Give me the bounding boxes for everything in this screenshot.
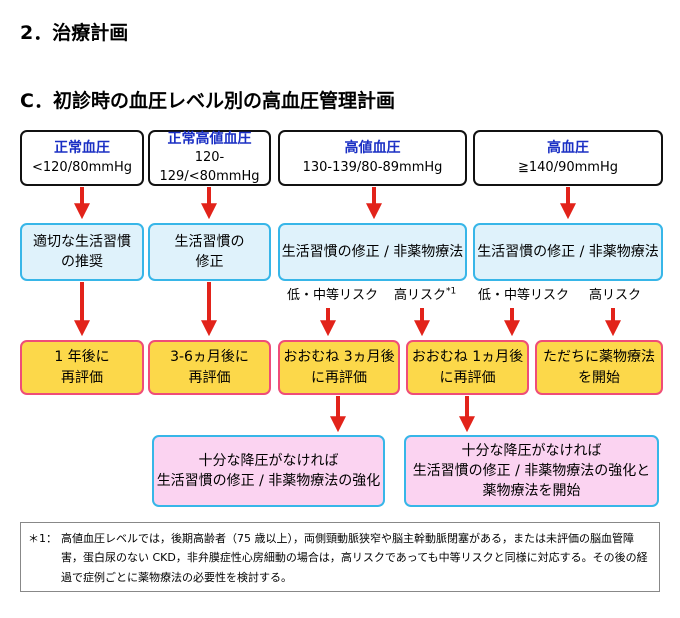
outcome-line: 3-6ヵ月後に xyxy=(170,349,249,366)
risk-label-low-mid: 低・中等リスク xyxy=(287,288,379,303)
footnote-text: 高値血圧レベルでは，後期高齢者（75 歳以上），両側頸動脈狭窄や脳主幹動脈閉塞が… xyxy=(61,532,648,584)
action-line: の推奨 xyxy=(61,254,103,270)
action-lifestyle-nondrug-htn: 生活習慣の修正 / 非薬物療法 xyxy=(473,223,663,281)
followup-line: 生活習慣の修正 / 非薬物療法の強化と xyxy=(412,462,651,479)
category-range: 130-139/80-89mmHg xyxy=(302,159,443,175)
category-range: <120/80mmHg xyxy=(32,159,132,175)
outcome-reassess-3months: おおむね 3ヵ月後 に再評価 xyxy=(278,340,400,395)
category-title: 正常血圧 xyxy=(54,140,110,157)
subsection-title: C．初診時の血圧レベル別の高血圧管理計画 xyxy=(20,90,395,112)
action-recommend-lifestyle: 適切な生活習慣 の推奨 xyxy=(20,223,144,281)
category-high-normal-bp: 正常高値血圧 120-129/<80mmHg xyxy=(148,130,271,186)
category-normal-bp: 正常血圧 <120/80mmHg xyxy=(20,130,144,186)
outcome-reassess-3-6months: 3-6ヵ月後に 再評価 xyxy=(148,340,271,395)
outcome-line: ただちに薬物療法 xyxy=(543,349,655,366)
action-line: 生活習慣の修正 / 非薬物療法 xyxy=(281,243,464,260)
outcome-start-drug-therapy: ただちに薬物療法 を開始 xyxy=(535,340,663,395)
footnote-mark: ＊1： xyxy=(28,532,57,545)
outcome-line: おおむね 1ヵ月後 xyxy=(411,349,524,366)
outcome-line: 1 年後に xyxy=(54,349,110,366)
followup-line: 十分な降圧がなければ xyxy=(198,452,339,469)
action-line: 生活習慣の xyxy=(174,233,245,250)
category-title: 正常高値血圧 xyxy=(167,131,252,148)
risk-label-low-mid: 低・中等リスク xyxy=(478,288,570,303)
outcome-line: に再評価 xyxy=(439,369,496,386)
category-range: 120-129/<80mmHg xyxy=(159,150,260,185)
action-line: 適切な生活習慣 xyxy=(33,233,131,250)
followup-intensify-and-drug: 十分な降圧がなければ 生活習慣の修正 / 非薬物療法の強化と 薬物療法を開始 xyxy=(404,435,659,507)
outcome-line: おおむね 3ヵ月後 xyxy=(283,349,395,366)
action-line: 修正 xyxy=(195,254,224,270)
risk-label-high: 高リスク xyxy=(589,288,642,303)
category-high-value-bp: 高値血圧 130-139/80-89mmHg xyxy=(278,130,467,186)
outcome-reassess-1month: おおむね 1ヵ月後 に再評価 xyxy=(406,340,529,395)
action-lifestyle-nondrug-highvalue: 生活習慣の修正 / 非薬物療法 xyxy=(278,223,467,281)
risk-label-high-text: 高リスク xyxy=(394,288,447,303)
footnote-ref: *1 xyxy=(446,286,457,297)
outcome-line: に再評価 xyxy=(311,369,367,386)
outcome-line: 再評価 xyxy=(61,369,103,386)
followup-intensify-lifestyle: 十分な降圧がなければ 生活習慣の修正 / 非薬物療法の強化 xyxy=(152,435,385,507)
section-title: 2．治療計画 xyxy=(20,22,129,44)
followup-line: 十分な降圧がなければ xyxy=(461,442,602,459)
category-hypertension: 高血圧 ≧140/90mmHg xyxy=(473,130,663,186)
action-line: 生活習慣の修正 / 非薬物療法 xyxy=(477,243,659,260)
outcome-line: を開始 xyxy=(578,369,620,386)
action-modify-lifestyle: 生活習慣の 修正 xyxy=(148,223,271,281)
category-title: 高血圧 xyxy=(547,140,589,157)
risk-label-high: 高リスク*1 xyxy=(394,284,456,303)
outcome-reassess-1year: 1 年後に 再評価 xyxy=(20,340,144,395)
category-range: ≧140/90mmHg xyxy=(518,159,618,175)
footnote: ＊1： 高値血圧レベルでは，後期高齢者（75 歳以上），両側頸動脈狭窄や脳主幹動… xyxy=(20,522,660,592)
followup-line: 生活習慣の修正 / 非薬物療法の強化 xyxy=(156,473,381,489)
outcome-line: 再評価 xyxy=(188,369,231,386)
followup-line: 薬物療法を開始 xyxy=(482,483,581,500)
category-title: 高値血圧 xyxy=(344,140,401,157)
